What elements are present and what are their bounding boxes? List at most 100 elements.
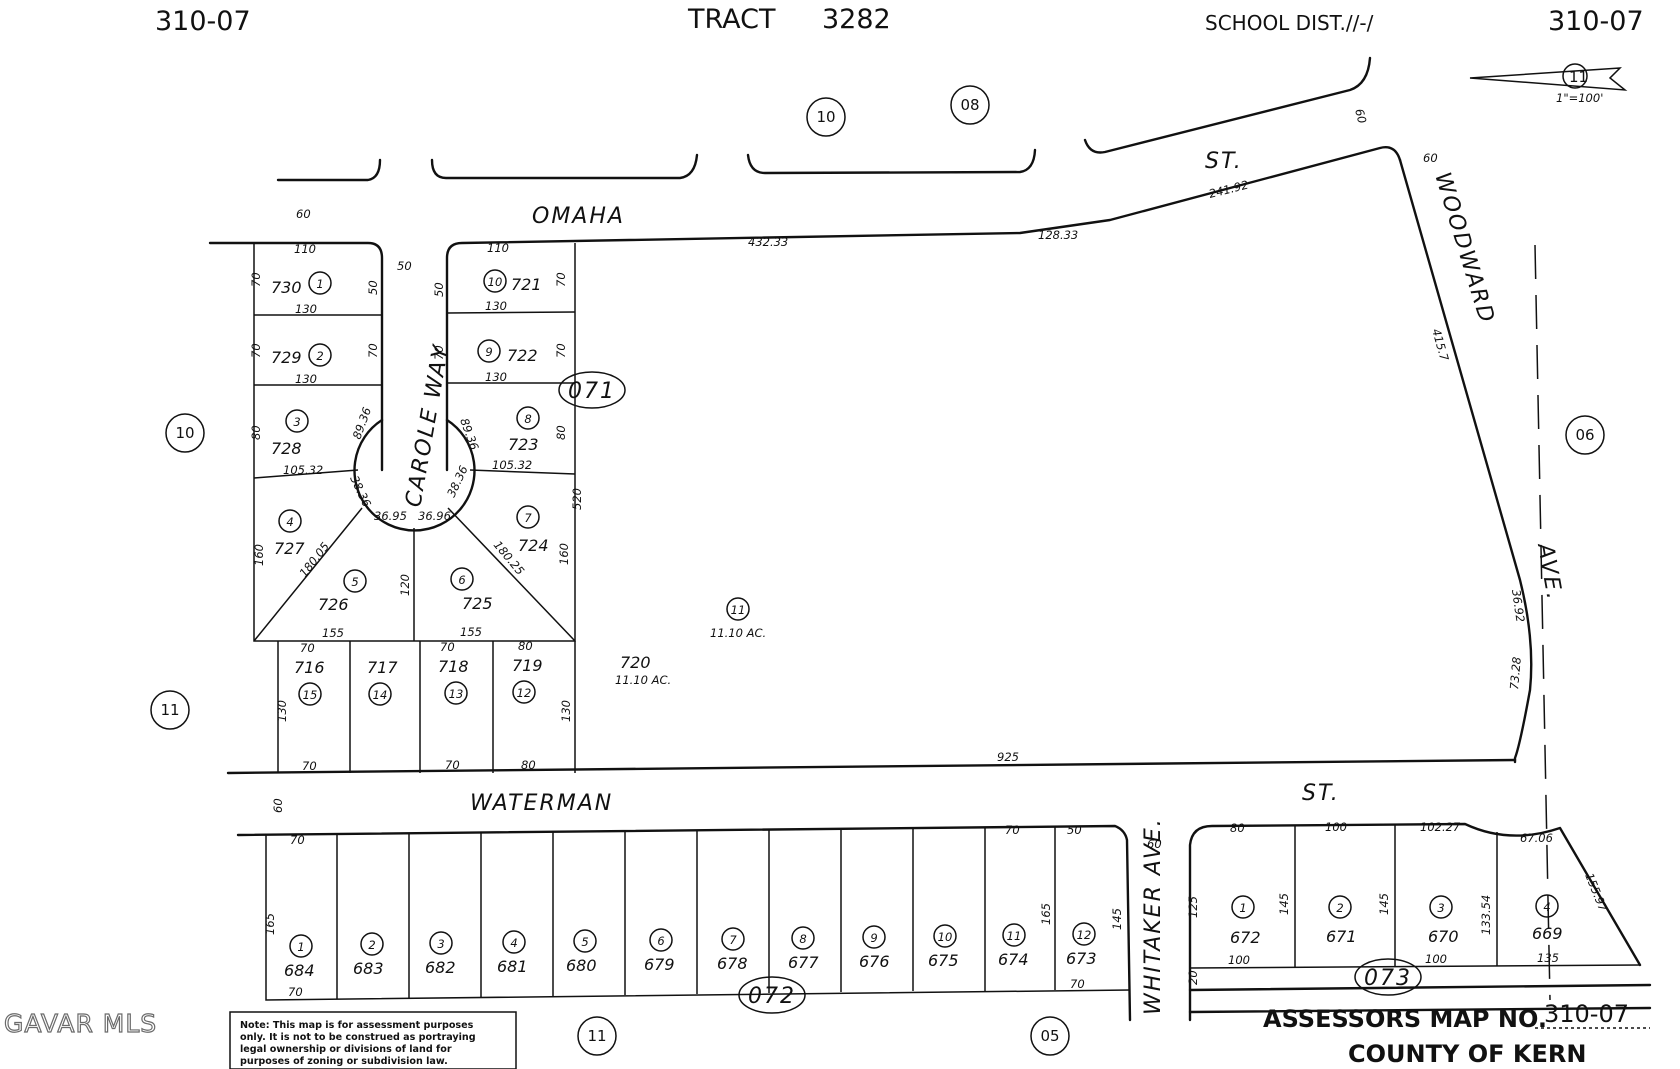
dimension: 110 [487, 241, 509, 255]
dimension: 70 [445, 758, 460, 772]
dimension: 70 [249, 343, 263, 358]
svg-text:11: 11 [587, 1027, 606, 1045]
dimension: 70 [249, 272, 263, 287]
lot-number: 9 [870, 931, 877, 945]
dimension: 80 [554, 425, 568, 440]
dimension: 70 [440, 640, 455, 654]
dimension: 89.36 [350, 405, 374, 441]
watermark-logo: GAVAR MLS [4, 1009, 157, 1038]
parcel-number: 721 [511, 275, 542, 294]
dimension: 80 [521, 758, 536, 772]
dimension: 36.95 [374, 509, 407, 523]
svg-text:11: 11 [160, 701, 179, 719]
parcel-number: 730 [271, 278, 302, 297]
parcel-number: 670 [1428, 927, 1459, 946]
lot-number: 1 [1239, 901, 1246, 915]
dimension: 105.32 [492, 458, 532, 472]
parcel-number: 671 [1326, 927, 1357, 946]
dimension: 70 [288, 985, 303, 999]
street-omaha-st: ST. [1205, 149, 1243, 174]
svg-text:08: 08 [960, 96, 979, 114]
parcel-number: 716 [294, 658, 325, 677]
lot-number: 14 [373, 688, 388, 702]
lot-number: 4 [510, 936, 517, 950]
parcel-number: 674 [998, 950, 1029, 969]
lot-number: 1 [316, 277, 323, 291]
lot-number: 3 [1437, 901, 1444, 915]
lot-number: 11 [1007, 929, 1022, 943]
dimension: 130 [295, 302, 317, 316]
dimension: 67.06 [1520, 831, 1553, 845]
school-district: SCHOOL DIST.//-/ [1205, 11, 1374, 35]
lot-number: 1 [297, 940, 304, 954]
svg-text:10: 10 [175, 424, 194, 442]
svg-text:10: 10 [816, 108, 835, 126]
lot-number: 7 [729, 933, 737, 947]
lot-number: 2 [368, 938, 375, 952]
dimension: 60 [1147, 837, 1162, 851]
dimension: 130 [485, 370, 507, 384]
svg-text:071: 071 [568, 379, 616, 404]
dimension: 50 [1067, 823, 1082, 837]
svg-text:073: 073 [1364, 966, 1412, 991]
note-line: Note: This map is for assessment purpose… [240, 1020, 474, 1031]
dimension: 60 [1352, 107, 1369, 125]
map-ref-badge: 08 [950, 85, 990, 125]
north-arrow-icon: 11 1"=100' [1469, 63, 1628, 105]
dimension: 80 [249, 425, 263, 440]
north-curbs [276, 56, 1372, 182]
lot-number: 3 [437, 937, 444, 951]
map-scale: 1"=100' [1556, 91, 1603, 105]
lot-number: 4 [1543, 900, 1550, 914]
dimension: 130 [559, 700, 573, 722]
dimension: 155.97 [1582, 871, 1610, 914]
dimension: 520 [570, 488, 584, 510]
note-line: legal ownership or divisions of land for [240, 1044, 452, 1055]
dimension: 70 [554, 343, 568, 358]
block-label-073: 073 [1354, 958, 1422, 996]
dimension: 160 [252, 544, 266, 566]
dimension: 133.54 [1479, 895, 1493, 935]
lot-number: 8 [799, 932, 806, 946]
parcel-number: 729 [271, 348, 302, 367]
dimension: 125 [1186, 896, 1200, 918]
dimension: 130 [485, 299, 507, 313]
lot-number: 6 [458, 573, 465, 587]
dimension: 60 [296, 207, 311, 221]
dimension: 100 [1425, 952, 1447, 966]
south-lots: 1 684 2 683 3 682 4 681 5 680 6 679 7 67… [284, 922, 1097, 980]
street-waterman-st: ST. [1302, 781, 1340, 806]
dimension-labels: 60 110 50 110 432.33 128.33 241.92 60 60… [249, 107, 1611, 999]
lot-number: 15 [303, 688, 318, 702]
map-ref-circles: 10 08 10 06 11 11 05 [150, 85, 1605, 1056]
lot-number: 2 [1336, 901, 1343, 915]
lot-number: 10 [938, 930, 953, 944]
note-line: purposes of zoning or subdivision law. [240, 1056, 448, 1067]
parcel-number: 717 [367, 658, 398, 677]
dimension: 165 [1039, 903, 1053, 925]
parcel-number: 727 [274, 539, 305, 558]
dimension: 50 [397, 259, 412, 273]
lot-number: 4 [286, 515, 293, 529]
parcel-number: 675 [928, 951, 959, 970]
dimension: 20 [1186, 970, 1200, 985]
dimension: 70 [302, 759, 317, 773]
dimension: 145 [1110, 908, 1124, 930]
parcel-acres: 11.10 AC. [710, 626, 766, 640]
street-woodward-ave: AVE. [1532, 540, 1567, 603]
dimension: 155 [322, 626, 344, 640]
dimension: 130 [275, 700, 289, 722]
southeast-lots: 1 672 2 671 3 670 4 669 [1230, 894, 1563, 947]
lot-number: 12 [517, 686, 532, 700]
street-whitaker: WHITAKER AVE. [1141, 817, 1166, 1015]
parcel-number: 679 [644, 955, 675, 974]
dimension: 925 [997, 750, 1019, 764]
parcel-number: 722 [507, 346, 538, 365]
dimension: 70 [290, 833, 305, 847]
street-labels: OMAHA ST. WATERMAN ST. CAROLE WAY WOODWA… [401, 149, 1566, 1015]
dimension: 70 [300, 641, 315, 655]
parcel-number: 718 [438, 657, 469, 676]
dimension: 155 [460, 625, 482, 639]
lot-number: 10 [488, 275, 503, 289]
map-ref-badge: 06 [1565, 415, 1605, 455]
